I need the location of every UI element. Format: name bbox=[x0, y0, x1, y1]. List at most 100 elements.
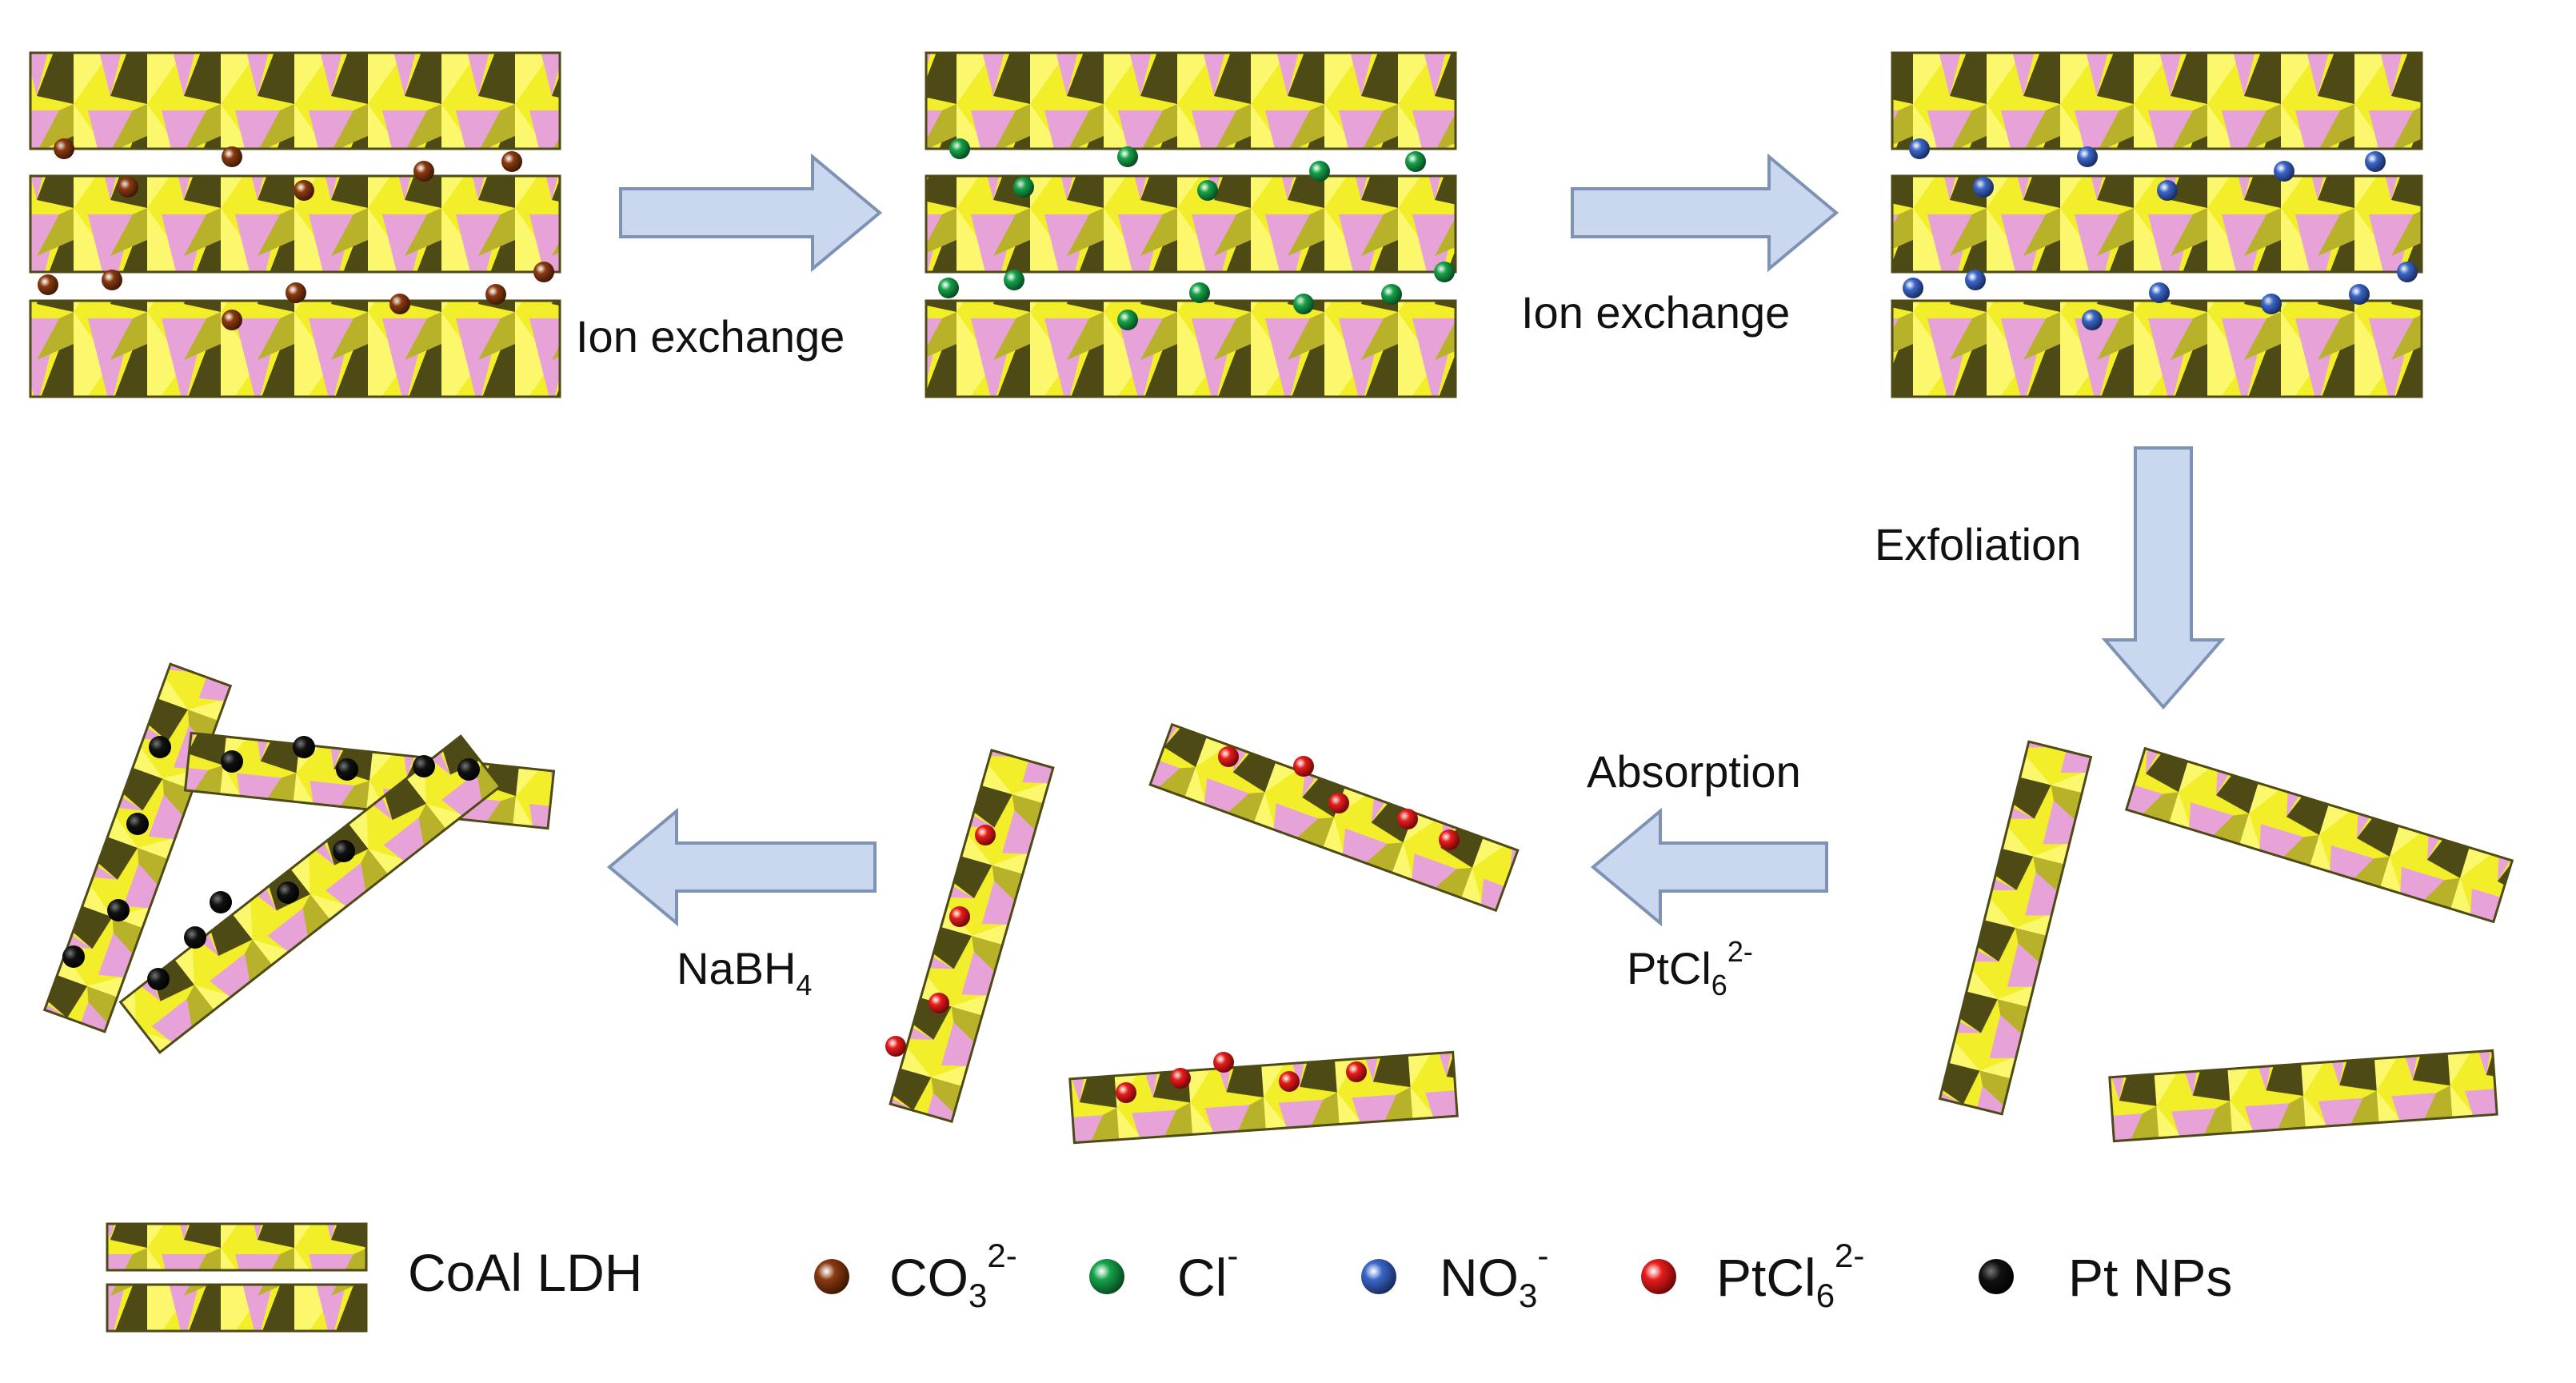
no3-ion bbox=[2157, 180, 2178, 201]
pt-loaded-sheets bbox=[42, 662, 556, 1054]
legend-ptcl6-swatch bbox=[1641, 1259, 1676, 1294]
cl-ion bbox=[949, 138, 970, 159]
label-ion-exchange-1: Ion exchange bbox=[576, 311, 845, 362]
ptcl6-ion bbox=[1293, 756, 1314, 777]
arrow-reduction bbox=[606, 807, 877, 927]
no3-ion bbox=[1909, 138, 1930, 159]
arrow-ion-exchange-2 bbox=[1571, 153, 1839, 273]
pt-ion bbox=[333, 840, 355, 862]
pt-ion bbox=[413, 755, 435, 777]
co3-ion bbox=[222, 146, 242, 167]
no3-ion bbox=[1965, 270, 1986, 290]
ldh-layer bbox=[925, 174, 1457, 274]
cl-ion bbox=[938, 278, 959, 298]
legend-no3-label: NO3- bbox=[1440, 1237, 1548, 1314]
ldh-layer bbox=[925, 299, 1457, 398]
pt-ion bbox=[62, 945, 85, 968]
cl-ion bbox=[1405, 151, 1426, 172]
legend-cl-swatch bbox=[1089, 1259, 1124, 1294]
no3-ion bbox=[2274, 161, 2294, 182]
ptcl6-ion bbox=[949, 906, 970, 927]
pt-ion bbox=[336, 758, 358, 781]
legend: CoAl LDH CO32- Cl- NO3- PtCl62- Pt NPs bbox=[106, 1222, 2232, 1333]
no3-ion bbox=[2082, 310, 2103, 330]
legend-pt-label: Pt NPs bbox=[2068, 1248, 2232, 1307]
cl-ion bbox=[1013, 177, 1034, 198]
co3-ion bbox=[102, 270, 122, 290]
pt-ion bbox=[184, 926, 206, 949]
ptcl6-ion bbox=[1213, 1052, 1234, 1073]
ptcl6-ion bbox=[1170, 1068, 1191, 1089]
legend-no3-swatch bbox=[1361, 1259, 1396, 1294]
ldh-stack-no3 bbox=[1891, 51, 2423, 398]
ldh-layer bbox=[29, 51, 561, 150]
ptcl6-adsorbed-sheets bbox=[885, 722, 1520, 1145]
cl-ion bbox=[1189, 282, 1210, 303]
ldh-stack-cl bbox=[925, 51, 1457, 398]
cl-ion bbox=[1293, 294, 1314, 314]
no3-ion bbox=[2149, 282, 2170, 303]
co3-ion bbox=[222, 310, 242, 330]
legend-pt-swatch bbox=[1979, 1259, 2014, 1294]
co3-ion bbox=[286, 282, 306, 303]
legend-ldh-label: CoAl LDH bbox=[408, 1243, 642, 1302]
pt-ion bbox=[107, 899, 130, 921]
ptcl6-ion bbox=[1218, 746, 1239, 767]
label-exfoliation: Exfoliation bbox=[1875, 519, 2081, 570]
no3-ion bbox=[2261, 294, 2282, 314]
pt-ion bbox=[210, 891, 232, 913]
co3-ion bbox=[413, 161, 434, 182]
ptcl6-ion bbox=[1397, 809, 1418, 829]
exfoliated-sheets bbox=[1938, 740, 2514, 1143]
ldh-sheet bbox=[1148, 722, 1520, 913]
ldh-sheet bbox=[1938, 740, 2093, 1116]
no3-ion bbox=[2077, 146, 2098, 167]
pt-ion bbox=[147, 968, 170, 990]
co3-ion bbox=[533, 262, 554, 282]
ldh-sheet bbox=[2124, 746, 2514, 924]
co3-ion bbox=[38, 274, 58, 295]
pt-ion bbox=[149, 736, 171, 758]
co3-ion bbox=[118, 177, 138, 198]
no3-ion bbox=[1973, 177, 1994, 198]
label-absorption: Absorption bbox=[1587, 746, 1801, 797]
co3-ion bbox=[389, 294, 410, 314]
cl-ion bbox=[1197, 180, 1218, 201]
arrow-exfoliation bbox=[2101, 446, 2226, 710]
ldh-layer bbox=[29, 299, 561, 398]
no3-ion bbox=[2397, 262, 2418, 282]
cl-ion bbox=[1381, 284, 1402, 305]
label-ion-exchange-2: Ion exchange bbox=[1521, 287, 1790, 338]
ptcl6-ion bbox=[885, 1036, 906, 1057]
cl-ion bbox=[1309, 161, 1330, 182]
pt-ion bbox=[277, 881, 299, 904]
pt-ion bbox=[126, 813, 149, 835]
pt-ion bbox=[293, 736, 315, 758]
ptcl6-ion bbox=[1439, 829, 1460, 850]
ptcl6-ion bbox=[975, 825, 996, 845]
cl-ion bbox=[1117, 310, 1138, 330]
ldh-sheet bbox=[118, 734, 502, 1054]
ldh-sheet bbox=[889, 749, 1055, 1123]
co3-ion bbox=[54, 138, 74, 159]
no3-ion bbox=[2349, 284, 2370, 305]
ldh-layer bbox=[1891, 299, 2423, 398]
ptcl6-ion bbox=[1328, 793, 1349, 813]
co3-ion bbox=[294, 180, 314, 201]
no3-ion bbox=[2365, 151, 2386, 172]
cl-ion bbox=[1117, 146, 1138, 167]
arrow-ion-exchange-1 bbox=[619, 153, 883, 273]
ptcl6-ion bbox=[1116, 1082, 1136, 1103]
ldh-layer bbox=[1891, 51, 2423, 150]
label-ptcl6: PtCl62- bbox=[1627, 935, 1753, 1001]
cl-ion bbox=[1004, 270, 1024, 290]
ldh-layer bbox=[925, 51, 1457, 150]
arrow-absorption bbox=[1590, 807, 1828, 927]
co3-ion bbox=[501, 151, 522, 172]
legend-co3-swatch bbox=[814, 1259, 849, 1294]
legend-ldh-swatch bbox=[106, 1222, 368, 1333]
ldh-sheet bbox=[2108, 1049, 2498, 1143]
legend-ptcl6-label: PtCl62- bbox=[1716, 1237, 1864, 1314]
